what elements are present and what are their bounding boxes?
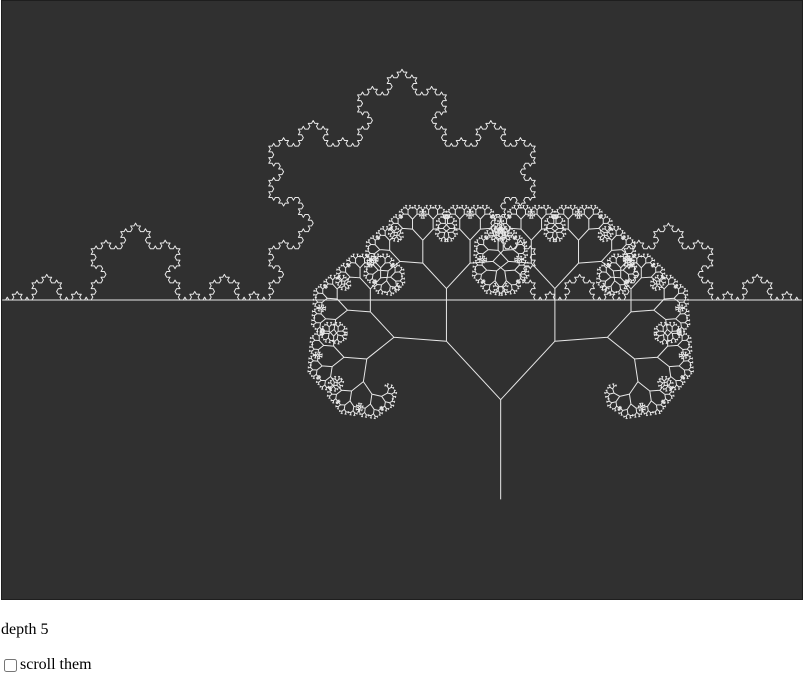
depth-label: depth (1, 621, 37, 638)
koch-curve-path (2, 68, 802, 301)
depth-readout: depth 5 (1, 620, 49, 640)
koch-curve (2, 68, 802, 301)
scroll-them-toggle[interactable]: scroll them (4, 655, 92, 675)
scroll-them-label: scroll them (20, 656, 92, 673)
scroll-them-checkbox[interactable] (4, 658, 17, 672)
depth-value: 5 (40, 621, 49, 638)
fractal-tree-path (307, 204, 695, 500)
fractal-tree (307, 204, 695, 500)
fractal-drawing (2, 68, 802, 500)
fractal-canvas[interactable] (1, 0, 803, 600)
